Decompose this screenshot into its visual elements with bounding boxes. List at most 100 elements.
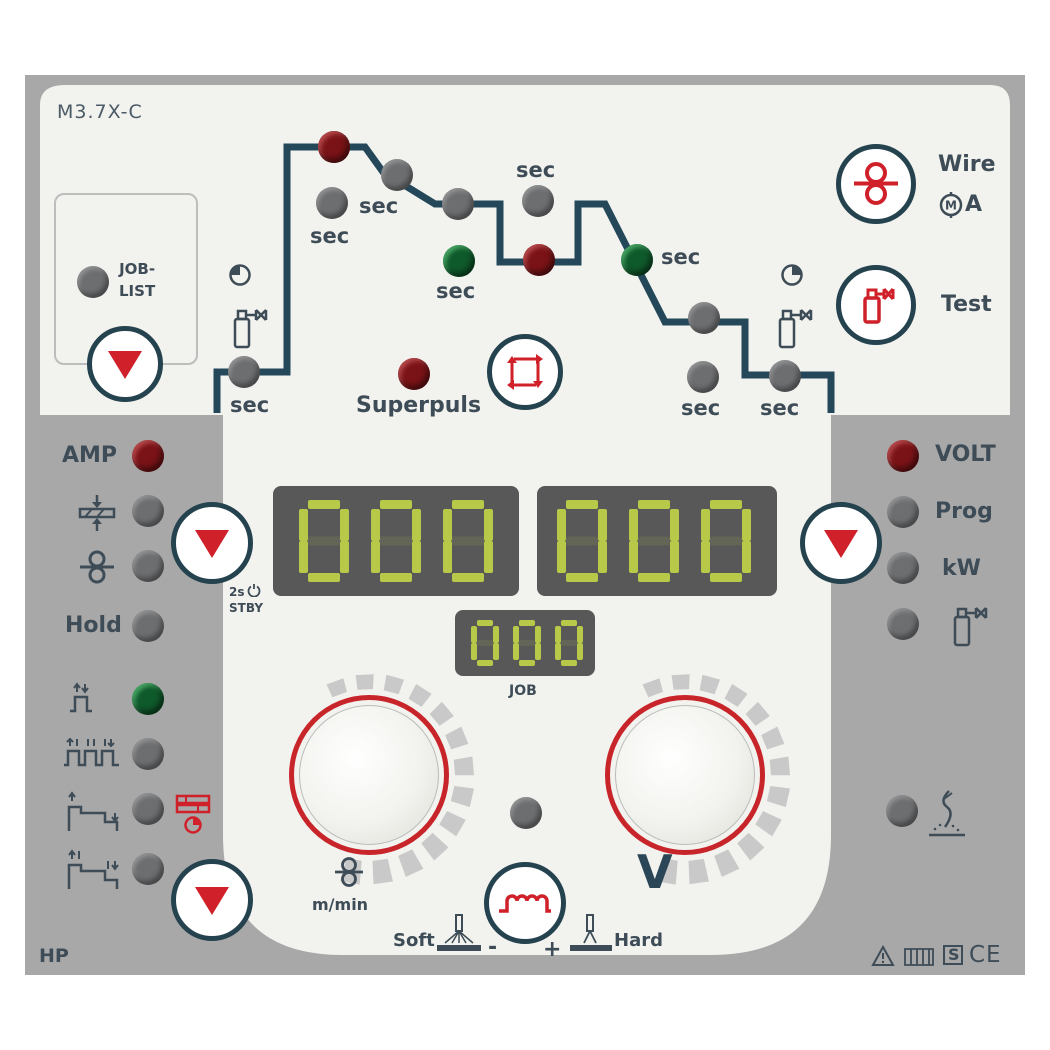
segment-a [380, 500, 412, 509]
sequence-led-main-current [442, 188, 474, 220]
scale-tick [453, 756, 474, 776]
amp-label: AMP [62, 443, 118, 468]
segment-e [513, 643, 519, 660]
gas-valve-icon [778, 309, 813, 349]
scale-tick [408, 684, 432, 707]
standby-label: 2s [229, 585, 245, 599]
segment-f [629, 509, 638, 541]
clock-icon [781, 264, 803, 286]
segment-e [701, 541, 710, 573]
choke-effect-button[interactable] [484, 862, 566, 944]
sequence-led-secondary-time [522, 185, 554, 217]
segment-g [308, 536, 340, 546]
sequence-led-end-current [688, 302, 720, 334]
segment-f [555, 626, 561, 643]
segment-g [380, 536, 412, 546]
gas-test-button[interactable] [836, 265, 916, 345]
welding-sequence-diagram [213, 143, 835, 413]
left-knob-unit: m/min [312, 895, 369, 914]
superpuls-button[interactable] [487, 334, 563, 410]
scale-tick [372, 858, 393, 885]
segment-a [452, 500, 484, 509]
segment-a [308, 500, 340, 509]
left-display-digits [299, 500, 493, 582]
sequence-led-gas-preflow [228, 356, 260, 388]
motor-current-label: A [965, 192, 983, 217]
wire-inching-button[interactable] [836, 144, 916, 224]
scale-tick [724, 684, 748, 707]
wire-speed-knob[interactable] [289, 695, 449, 855]
sequence-led-start-time [316, 187, 348, 219]
segment-a [566, 500, 598, 509]
superpuls-led [398, 358, 430, 390]
scale-tick [398, 849, 424, 877]
segment-c [412, 541, 421, 573]
segment-b [742, 509, 751, 541]
job-list-label: JOB-LIST [119, 260, 156, 300]
scale-tick [737, 832, 765, 861]
job-display: 000 [455, 610, 595, 676]
segment-a [477, 620, 493, 626]
segment-d [566, 573, 598, 582]
segment-e [471, 643, 477, 660]
sec-label-slope-down: sec [661, 245, 701, 269]
sec-label-preflow: sec [230, 393, 270, 417]
standby-sub-label: STBY [229, 601, 264, 615]
control-panel: M3.7X-C JOB-LIST sec sec sec sec sec sec… [25, 75, 1025, 975]
segment-e [629, 541, 638, 573]
two-step-led [132, 683, 164, 715]
segment-d [452, 573, 484, 582]
gas-valve-icon [953, 607, 988, 647]
scale-tick [656, 858, 678, 885]
segment-b [412, 509, 421, 541]
segment-g [638, 536, 670, 546]
hold-label: Hold [65, 613, 122, 638]
segment-e [299, 541, 308, 573]
scale-tick [642, 678, 663, 698]
wire-speed-led [132, 550, 164, 582]
scale-tick [439, 811, 466, 837]
segment-c [577, 643, 583, 660]
four-step-led [132, 738, 164, 770]
segment-b [598, 509, 607, 541]
segment-g [519, 640, 535, 646]
sequence-led-slope-up [381, 159, 413, 191]
segment-f [371, 509, 380, 541]
segment-f [701, 509, 710, 541]
voltage-knob[interactable] [605, 695, 765, 855]
job-list-button[interactable] [87, 326, 163, 402]
scale-tick [761, 726, 785, 750]
scale-tick [755, 811, 782, 837]
inductance-icon [499, 894, 551, 913]
scale-tick [421, 832, 449, 861]
two-step-mode-icon [70, 682, 92, 713]
material-thickness-icon [78, 495, 116, 531]
power-icon [247, 584, 261, 597]
left-knob-scale [326, 674, 474, 885]
segment-c [742, 541, 751, 573]
segment-c [493, 643, 499, 660]
scale-tick [326, 678, 347, 698]
sequence-led-end-time [687, 361, 719, 393]
wire-threading-icon [929, 790, 965, 837]
scale-tick [355, 674, 374, 690]
right-parameter-button[interactable] [800, 502, 882, 584]
operating-mode-button[interactable] [171, 859, 253, 941]
scale-tick [714, 849, 740, 877]
sequence-led-gas-postflow [769, 360, 801, 392]
sequence-led-secondary-current [523, 244, 555, 276]
segment-d [638, 573, 670, 582]
left-parameter-button[interactable] [171, 502, 253, 584]
motor-current-icon: M [939, 192, 963, 218]
wire-feed-icon [854, 162, 898, 205]
wire-label: Wire [938, 152, 996, 177]
scale-tick [671, 674, 690, 690]
svg-text:M: M [945, 199, 957, 213]
left-display: 000 [273, 486, 519, 596]
segment-c [535, 643, 541, 660]
segment-a [710, 500, 742, 509]
segment-g [561, 640, 577, 646]
right-display-digits [557, 500, 751, 582]
segment-f [299, 509, 308, 541]
amp-led [132, 440, 164, 472]
